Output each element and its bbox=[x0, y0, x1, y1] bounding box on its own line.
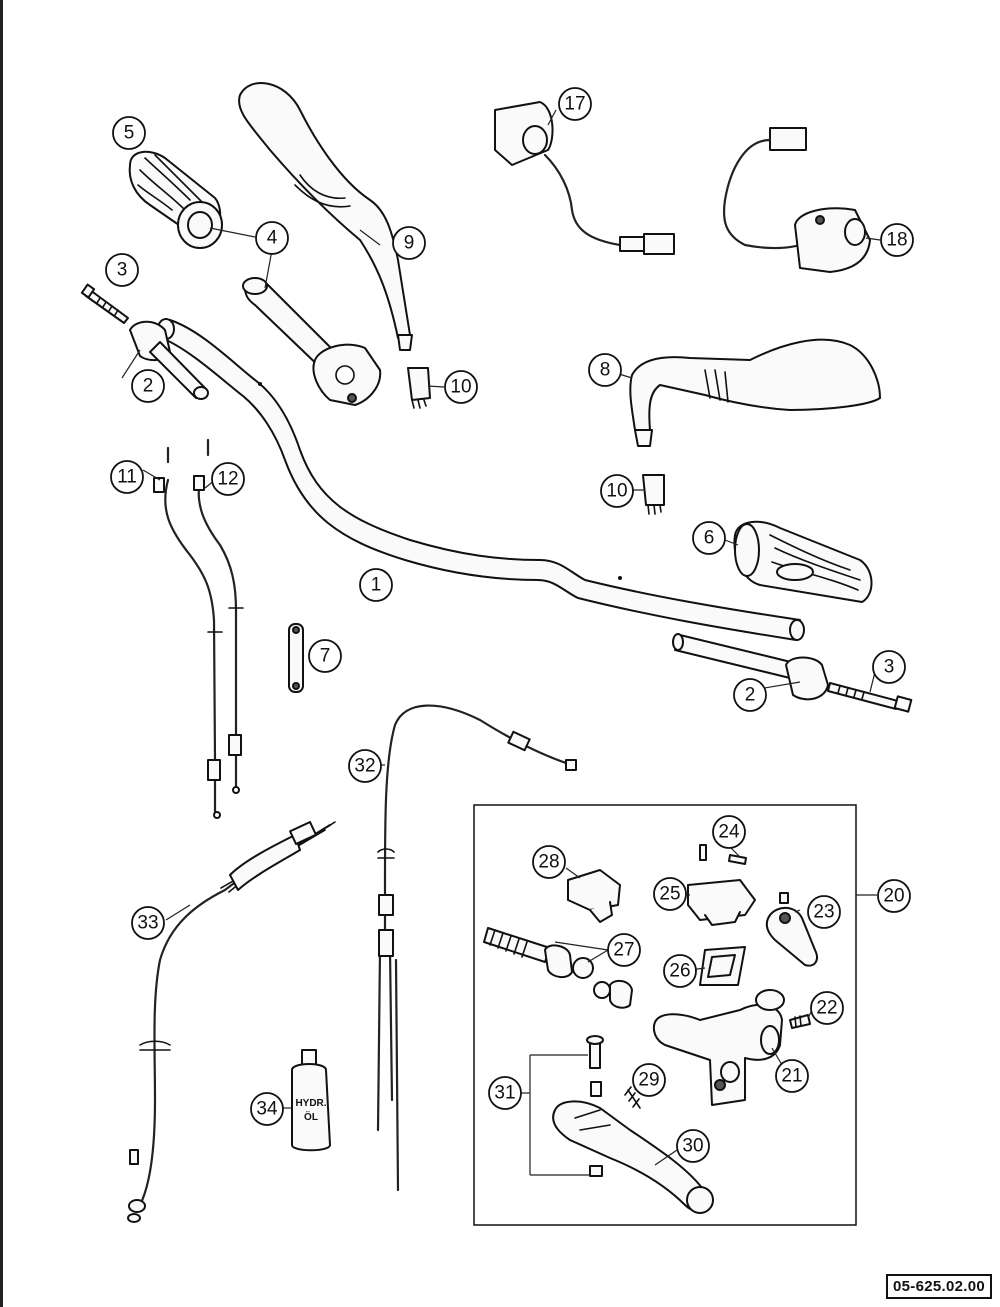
diagram-reference-number: 05-625.02.00 bbox=[885, 1274, 992, 1299]
callout-6-label: 6 bbox=[704, 528, 715, 549]
reservoir-cap-part bbox=[567, 869, 621, 923]
callout-31-label: 31 bbox=[494, 1083, 515, 1104]
callout-27-label: 27 bbox=[613, 940, 634, 961]
oil-label-line2: ÖL bbox=[304, 1110, 318, 1123]
callout-8: 8 bbox=[588, 353, 622, 387]
callout-2a: 2 bbox=[131, 369, 165, 403]
handguard-left-part bbox=[238, 82, 413, 351]
hydraulic-oil-bottle-part: HYDR. ÖL bbox=[291, 1049, 331, 1152]
handguard-right-part bbox=[629, 338, 881, 447]
callout-1-label: 1 bbox=[371, 575, 382, 596]
callout-21-label: 21 bbox=[781, 1066, 802, 1087]
callout-33: 33 bbox=[131, 906, 165, 940]
callout-5-label: 5 bbox=[124, 123, 135, 144]
reservoir-cover-part bbox=[687, 879, 756, 926]
bar-end-screw-right-part bbox=[827, 682, 913, 713]
callout-33-label: 33 bbox=[137, 913, 158, 934]
callout-21: 21 bbox=[775, 1059, 809, 1093]
right-switch-part bbox=[722, 127, 871, 273]
callout-1: 1 bbox=[359, 568, 393, 602]
callout-10a-label: 10 bbox=[450, 377, 471, 398]
callout-2a-label: 2 bbox=[143, 376, 154, 397]
bar-end-screw-left-part bbox=[80, 283, 129, 324]
oil-label-line1: HYDR. bbox=[295, 1098, 326, 1109]
callout-24-label: 24 bbox=[718, 822, 740, 843]
callout-25-label: 25 bbox=[659, 884, 680, 905]
callout-18: 18 bbox=[880, 223, 914, 257]
callout-3a: 3 bbox=[105, 253, 139, 287]
connector-10a-part bbox=[407, 367, 431, 409]
callout-3a-label: 3 bbox=[117, 260, 128, 281]
master-cylinder-body-part bbox=[652, 989, 785, 1106]
callout-25: 25 bbox=[653, 877, 687, 911]
callout-10b-label: 10 bbox=[606, 481, 627, 502]
callout-22: 22 bbox=[810, 991, 844, 1025]
brake-lever-part bbox=[552, 1100, 714, 1214]
callout-34-label: 34 bbox=[256, 1099, 278, 1120]
callout-10a: 10 bbox=[444, 370, 478, 404]
callout-22-label: 22 bbox=[816, 998, 837, 1019]
callout-12-label: 12 bbox=[217, 469, 238, 490]
callout-7-label: 7 bbox=[320, 646, 331, 667]
callout-26: 26 bbox=[663, 954, 697, 988]
callout-32-label: 32 bbox=[354, 756, 375, 777]
cable-strap-part bbox=[288, 623, 304, 693]
callout-6: 6 bbox=[692, 521, 726, 555]
callout-31: 31 bbox=[488, 1076, 522, 1110]
callout-17-label: 17 bbox=[564, 94, 585, 115]
callout-12: 12 bbox=[211, 462, 245, 496]
callout-28: 28 bbox=[532, 845, 566, 879]
brake-master-cylinder-kit-frame bbox=[473, 804, 857, 1226]
throttle-tube-part bbox=[242, 277, 382, 406]
handlebar-part bbox=[157, 318, 805, 641]
gasket-part bbox=[699, 946, 746, 986]
piston-kit-part bbox=[483, 927, 633, 1009]
callout-8-label: 8 bbox=[600, 360, 611, 381]
cover-screws-part bbox=[699, 844, 747, 865]
left-border bbox=[0, 0, 3, 1307]
callout-3b: 3 bbox=[872, 650, 906, 684]
adjuster-part bbox=[765, 892, 818, 967]
connector-10b-part bbox=[642, 474, 665, 515]
callout-11-label: 11 bbox=[117, 467, 137, 488]
callout-17: 17 bbox=[558, 87, 592, 121]
callout-3b-label: 3 bbox=[884, 657, 895, 678]
callout-29: 29 bbox=[632, 1063, 666, 1097]
callout-2b-label: 2 bbox=[745, 685, 756, 706]
callout-9-label: 9 bbox=[404, 233, 415, 254]
callout-4: 4 bbox=[255, 221, 289, 255]
callout-11: 11 bbox=[110, 460, 144, 494]
callout-10b: 10 bbox=[600, 474, 634, 508]
throttle-cables-part bbox=[153, 438, 244, 819]
callout-28-label: 28 bbox=[538, 852, 559, 873]
bar-end-weight-right-part bbox=[672, 633, 829, 701]
left-grip-part bbox=[128, 150, 223, 249]
callout-27: 27 bbox=[607, 933, 641, 967]
callout-20-label: 20 bbox=[883, 886, 904, 907]
callout-20: 20 bbox=[877, 879, 911, 913]
callout-29-label: 29 bbox=[638, 1070, 659, 1091]
lever-spring-part bbox=[624, 1086, 641, 1109]
brake-line-part bbox=[127, 821, 336, 1223]
callout-34: 34 bbox=[250, 1092, 284, 1126]
callout-9: 9 bbox=[392, 226, 426, 260]
callout-23: 23 bbox=[807, 895, 841, 929]
callout-2b: 2 bbox=[733, 678, 767, 712]
bleed-screw-part bbox=[789, 1014, 811, 1029]
callout-5: 5 bbox=[112, 116, 146, 150]
callout-23-label: 23 bbox=[813, 902, 834, 923]
left-switch-part bbox=[494, 101, 675, 255]
callout-4-label: 4 bbox=[267, 228, 278, 249]
callout-7: 7 bbox=[308, 639, 342, 673]
lever-pivot-bolt-part bbox=[586, 1035, 604, 1177]
callout-26-label: 26 bbox=[669, 961, 690, 982]
callout-30: 30 bbox=[676, 1129, 710, 1163]
callout-30-label: 30 bbox=[682, 1136, 703, 1157]
clutch-cable-part bbox=[376, 704, 577, 1192]
callout-32: 32 bbox=[348, 749, 382, 783]
right-grip-part bbox=[733, 520, 873, 603]
callout-18-label: 18 bbox=[886, 230, 907, 251]
callout-24: 24 bbox=[712, 815, 746, 849]
